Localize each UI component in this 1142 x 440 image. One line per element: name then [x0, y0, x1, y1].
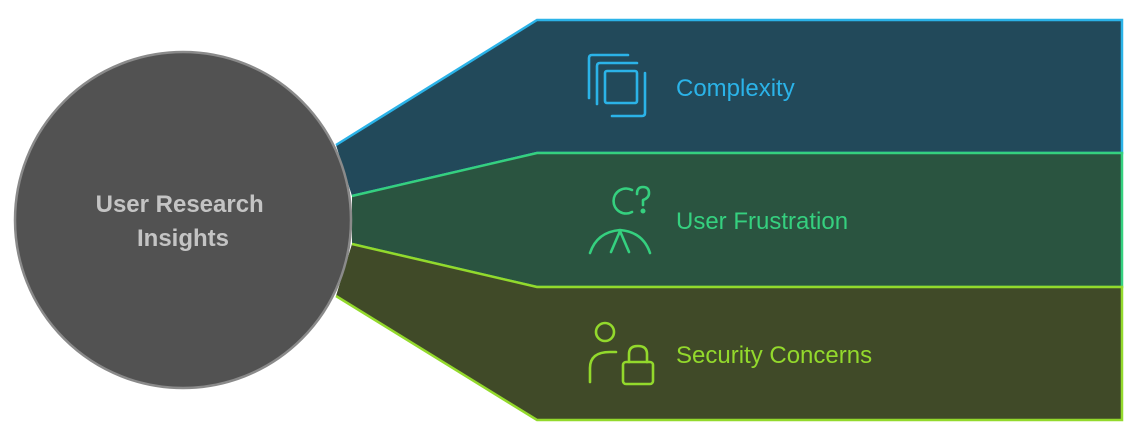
- hub-label-line-1: User Research: [96, 191, 264, 218]
- branch-complexity-label: Complexity: [676, 75, 795, 102]
- hub-circle: [13, 50, 353, 390]
- hub: User Research Insights: [13, 50, 353, 390]
- hub-label: User Research Insights: [96, 191, 271, 252]
- person-lock-icon: [588, 321, 655, 386]
- branch-security-concerns-label: Security Concerns: [676, 342, 872, 369]
- branch-user-frustration-label: User Frustration: [676, 208, 848, 235]
- branch-user-frustration: User Frustration: [351, 151, 1124, 289]
- branch-security-concerns-border: [335, 242, 1124, 422]
- branch-security-concerns: Security Concerns: [335, 242, 1124, 422]
- confused-person-icon: [588, 185, 652, 255]
- overlapping-squares-icon: [587, 53, 647, 118]
- branch-user-frustration-band: [352, 153, 1122, 287]
- hub-label-line-2: Insights: [137, 225, 229, 252]
